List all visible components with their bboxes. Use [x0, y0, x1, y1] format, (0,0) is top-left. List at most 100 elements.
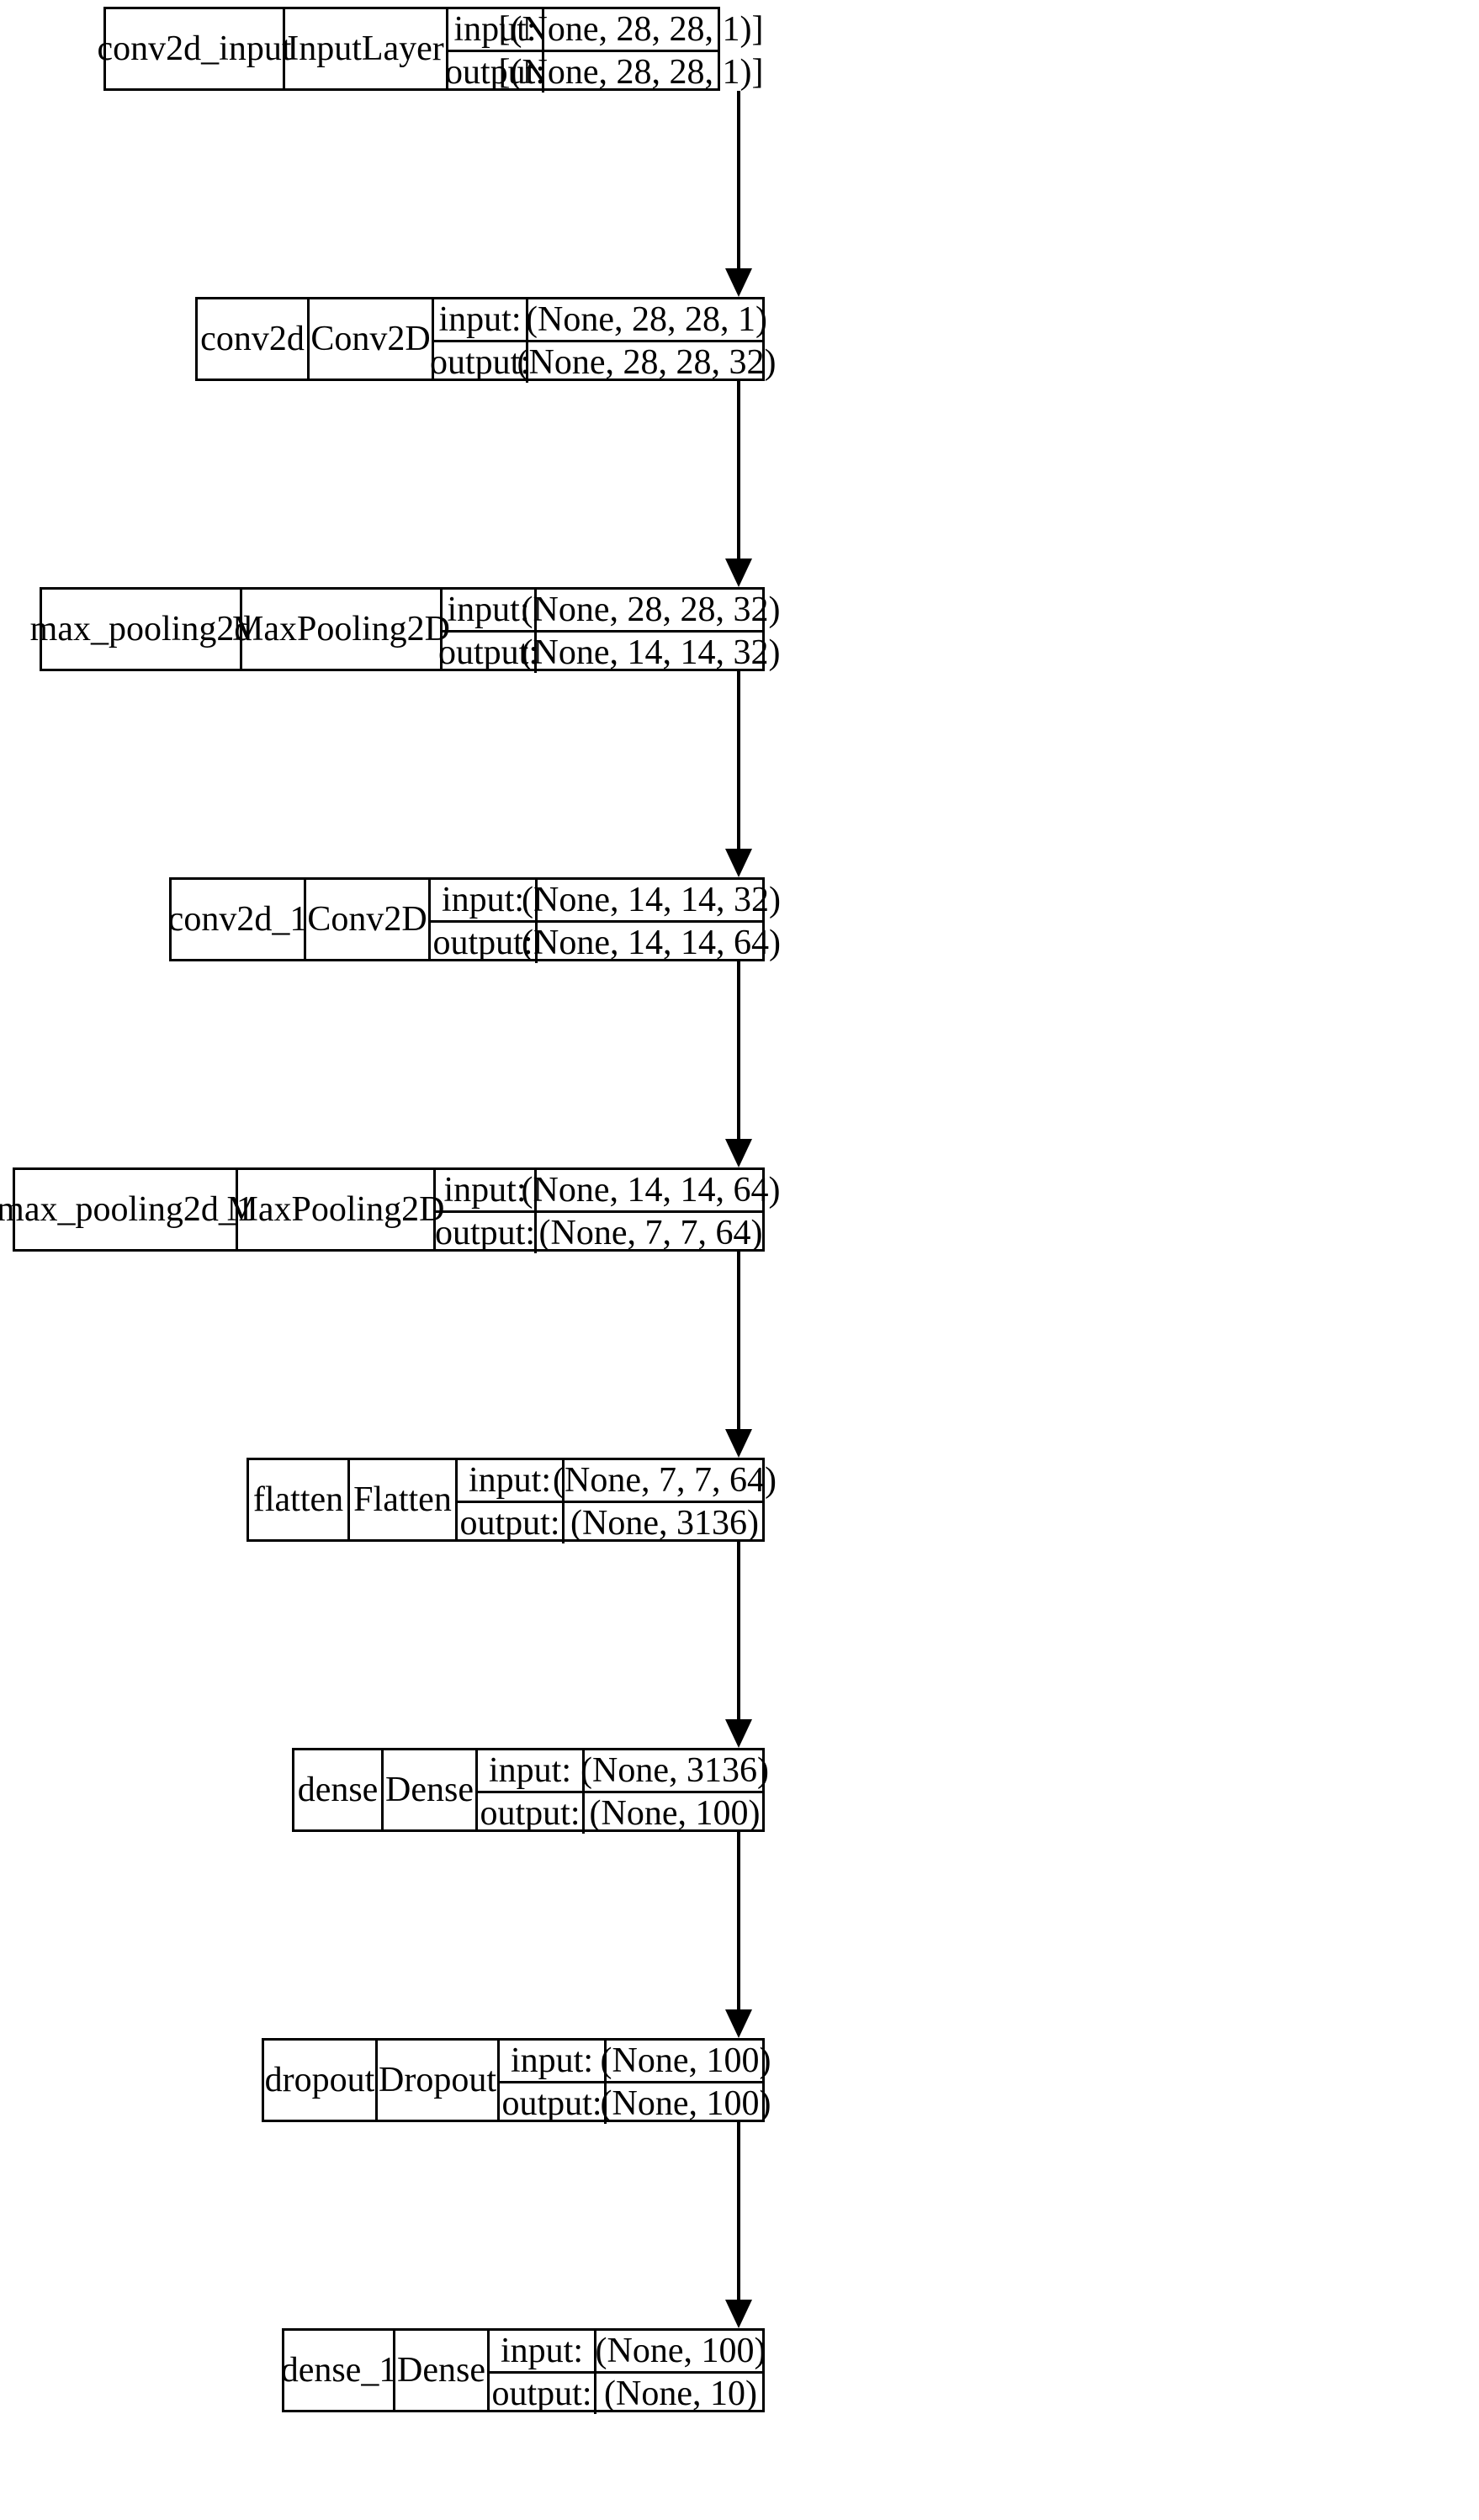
- arrowhead-icon: [725, 2009, 752, 2038]
- layer-output-row: output:(None, 28, 28, 32): [430, 342, 777, 383]
- layer-output-shape: (None, 100): [589, 1794, 761, 1833]
- connector-line: [737, 91, 740, 268]
- layer-input-label: input:: [436, 1170, 537, 1210]
- layer-output-shape: (None, 3136): [570, 1504, 759, 1543]
- layer-class: Dense: [384, 1750, 478, 1829]
- arrowhead-icon: [725, 849, 752, 877]
- layer-input-row: input:(None, 14, 14, 32): [431, 880, 781, 923]
- layer-output-shape: (None, 14, 14, 32): [521, 633, 781, 672]
- layer-output-row: output:(None, 14, 14, 64): [431, 923, 781, 963]
- arrowhead-icon: [725, 1139, 752, 1167]
- layer-io-table: input:(None, 100)output:(None, 10): [490, 2331, 766, 2414]
- arrowhead-icon: [725, 2300, 752, 2328]
- layer-output-row: output:[(None, 28, 28, 1)]: [445, 52, 764, 93]
- connector-line: [737, 1542, 740, 1719]
- layer-output-shape: (None, 100): [600, 2084, 771, 2123]
- layer-io-table: input:(None, 100)output:(None, 100): [500, 2041, 771, 2124]
- layer-input-shape: (None, 100): [595, 2332, 766, 2370]
- layer-input-row: input:(None, 7, 7, 64): [458, 1460, 777, 1503]
- layer-input-label: input:: [458, 1460, 565, 1501]
- layer-input-shape: (None, 7, 7, 64): [553, 1461, 777, 1500]
- layer-io-table: input:(None, 14, 14, 64)output:(None, 7,…: [435, 1170, 781, 1253]
- layer-input-label: input:: [500, 2041, 607, 2081]
- layer-input-label: input:: [478, 1750, 585, 1791]
- layer-input-row: input:(None, 28, 28, 1): [434, 299, 767, 342]
- layer-input-label: input:: [431, 880, 538, 920]
- layer-input-shape: (None, 14, 14, 32): [522, 881, 781, 919]
- layer-input-shape: (None, 28, 28, 32): [521, 590, 781, 629]
- connector-line: [737, 671, 740, 849]
- layer-input-row: input:(None, 100): [490, 2331, 766, 2374]
- layer-output-label: output:: [490, 2374, 596, 2414]
- layer-output-row: output:(None, 14, 14, 32): [438, 633, 781, 673]
- layer-output-row: output:(None, 10): [490, 2374, 765, 2414]
- layer-name: dropout: [264, 2041, 378, 2120]
- layer-output-shape: (None, 14, 14, 64): [522, 924, 781, 962]
- layer-input-row: input:(None, 14, 14, 64): [436, 1170, 781, 1213]
- layer-output-label: output:: [430, 342, 531, 383]
- layer-output-label: output:: [478, 1793, 585, 1834]
- layer-class: Flatten: [350, 1460, 458, 1539]
- layer-io-table: input:(None, 7, 7, 64)output:(None, 3136…: [458, 1460, 777, 1543]
- layer-io-table: input:(None, 3136)output:(None, 100): [478, 1750, 769, 1834]
- layer-input-row: input:(None, 28, 28, 32): [443, 590, 781, 633]
- layer-input-row: input:(None, 100): [500, 2041, 771, 2083]
- arrowhead-icon: [725, 268, 752, 297]
- layer-name: max_pooling2d_1: [0, 1170, 254, 1249]
- connector-line: [737, 381, 740, 559]
- layer-input-shape: (None, 3136): [580, 1751, 769, 1790]
- layer-name: dense_1: [281, 2331, 396, 2410]
- layer-input-shape: [(None, 28, 28, 1)]: [498, 10, 764, 49]
- layer-name: max_pooling2d: [30, 590, 252, 669]
- layer-class: Conv2D: [310, 299, 434, 379]
- layer-input-label: input:: [490, 2331, 596, 2371]
- layer-output-shape: (None, 28, 28, 32): [517, 343, 777, 382]
- connector-line: [737, 1832, 740, 2009]
- layer-output-shape: (None, 7, 7, 64): [538, 1214, 763, 1252]
- layer-name: dense: [294, 1750, 384, 1829]
- layer-class: MaxPooling2D: [232, 590, 450, 669]
- connector-line: [737, 2122, 740, 2300]
- layer-output-row: output:(None, 100): [478, 1793, 765, 1834]
- layer-output-row: output:(None, 3136): [458, 1503, 765, 1543]
- layer-output-shape: [(None, 28, 28, 1)]: [498, 53, 764, 92]
- layer-name: conv2d: [198, 299, 310, 379]
- layer-output-row: output:(None, 7, 7, 64): [435, 1213, 765, 1253]
- layer-input-shape: (None, 14, 14, 64): [521, 1171, 781, 1210]
- layer-input-shape: (None, 100): [600, 2041, 771, 2080]
- layer-class: InputLayer: [285, 9, 448, 88]
- layer-input-row: input:(None, 3136): [478, 1750, 769, 1793]
- layer-output-row: output:(None, 100): [500, 2083, 771, 2124]
- layer-io-table: input:(None, 14, 14, 32)output:(None, 14…: [431, 880, 781, 963]
- layer-input-label: input:: [443, 590, 537, 630]
- layer-class: Conv2D: [306, 880, 431, 959]
- layer-io-table: input:(None, 28, 28, 32)output:(None, 14…: [438, 590, 781, 673]
- layer-output-shape: (None, 10): [604, 2374, 757, 2413]
- arrowhead-icon: [725, 1719, 752, 1748]
- layer-input-row: input:[(None, 28, 28, 1)]: [448, 9, 764, 52]
- layer-name: conv2d_1: [168, 880, 307, 959]
- layer-class: Dropout: [378, 2041, 500, 2120]
- layer-output-label: output:: [458, 1503, 565, 1543]
- layer-name: conv2d_input: [98, 9, 292, 88]
- layer-io-table: input:(None, 28, 28, 1)output:(None, 28,…: [430, 299, 776, 383]
- layer-io-table: input:[(None, 28, 28, 1)]output:[(None, …: [445, 9, 764, 93]
- layer-output-label: output:: [445, 52, 546, 93]
- connector-line: [737, 961, 740, 1139]
- arrowhead-icon: [725, 1429, 752, 1458]
- layer-input-label: input:: [448, 9, 544, 50]
- layer-input-label: input:: [434, 299, 528, 340]
- layer-input-shape: (None, 28, 28, 1): [526, 300, 767, 339]
- layer-output-label: output:: [435, 1213, 537, 1253]
- arrowhead-icon: [725, 559, 752, 587]
